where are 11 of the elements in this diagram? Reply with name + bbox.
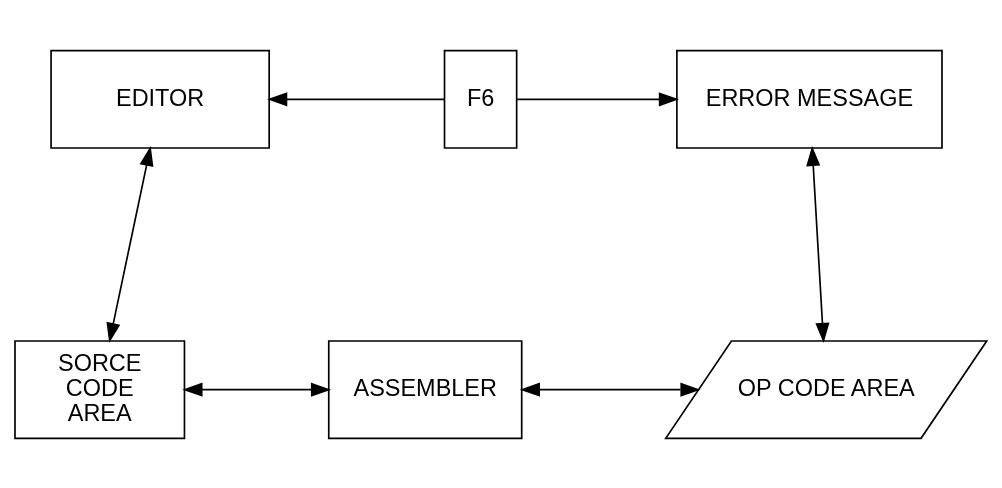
node-box: F6 [443, 49, 518, 149]
node-box: ERROR MESSAGE [676, 49, 943, 149]
node-box: EDITOR [50, 49, 270, 149]
node-box: ASSEMBLER [327, 339, 523, 439]
node-box: SORCE CODE AREA [14, 339, 186, 439]
arrow [519, 382, 701, 397]
arrow [806, 145, 830, 343]
arrow [106, 145, 154, 343]
arrow [516, 91, 679, 106]
arrow [267, 91, 446, 106]
arrow [182, 382, 332, 397]
